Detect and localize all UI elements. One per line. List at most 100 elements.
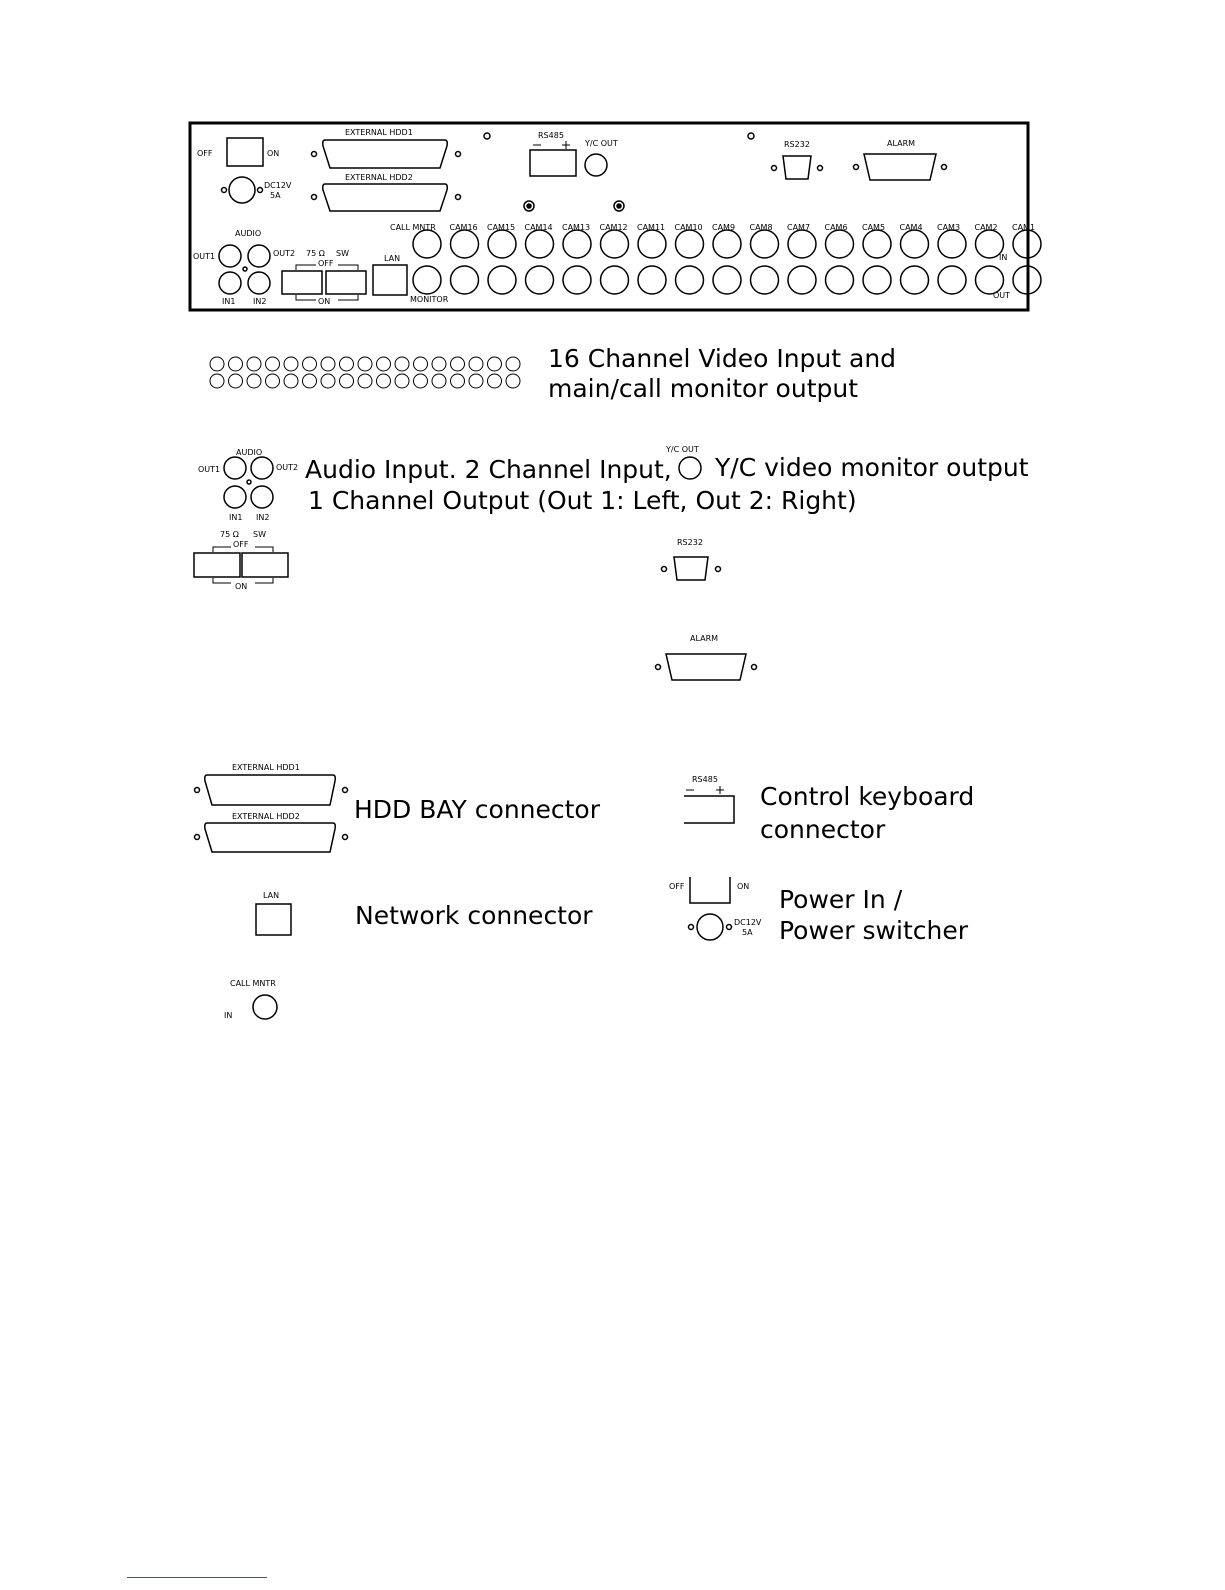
legend-external-hdd1-connector: [204, 774, 336, 806]
cam-label-14: CAM3: [937, 223, 960, 232]
legend-audio-out1-jack: [223, 456, 247, 480]
mini-bnc-16-out: [505, 373, 521, 389]
legend-external-hdd1-label: EXTERNAL HDD1: [232, 763, 300, 772]
panel-screw-right: [747, 132, 755, 140]
legend-rs485-label: RS485: [692, 775, 718, 784]
dc-jack: [228, 176, 256, 204]
mini-bnc-5-in: [302, 356, 317, 372]
legend-dip-off-bracket: [212, 546, 274, 552]
mini-bnc-7-in: [339, 356, 354, 372]
hdd1-screw-left: [310, 150, 318, 158]
mini-bnc-10-out: [394, 373, 410, 389]
lan-label: LAN: [384, 254, 400, 263]
dip-75ohm-label: 75 Ω: [306, 249, 325, 258]
legend-hdd1-screw-left: [193, 786, 201, 794]
network-desc: Network connector: [355, 901, 593, 930]
cam14-in-bnc: [524, 229, 555, 259]
cam12-out-bnc: [599, 265, 630, 295]
cam-label-4: CAM13: [562, 223, 590, 232]
cam-label-10: CAM7: [787, 223, 810, 232]
legend-audio-in2-label: IN2: [256, 513, 269, 522]
mini-bnc-16-in: [505, 356, 521, 372]
legend-dc-jack: [696, 913, 724, 941]
legend-hdd2-screw-right: [341, 833, 349, 841]
dip-off-label: OFF: [318, 259, 334, 268]
panel-screw: [483, 132, 491, 140]
alarm-screw-right: [940, 163, 948, 171]
legend-dc-screw-right: [725, 923, 733, 931]
mini-bnc-15-in: [487, 356, 502, 372]
cam5-out-bnc: [862, 265, 892, 295]
monitor-in-bnc: [412, 229, 442, 259]
dip-sw-label: SW: [336, 249, 349, 258]
monitor-out-bnc: [412, 265, 442, 295]
cam-label-13: CAM4: [900, 223, 923, 232]
audio-out2-label: OUT2: [273, 249, 295, 258]
cam-label-11: CAM6: [825, 223, 848, 232]
panel-bolt-right-inner: [616, 203, 622, 209]
legend-call-mntr-label: CALL MNTR: [230, 979, 276, 988]
legend-audio-in1-jack: [223, 485, 247, 509]
cam10-out-bnc: [674, 265, 705, 295]
legend-external-hdd2-connector: [204, 822, 336, 853]
legend-dc-line1: DC12V: [734, 918, 762, 927]
cam-label-15: CAM2: [975, 223, 998, 232]
audio-out1-label: OUT1: [193, 252, 215, 261]
audio-label: AUDIO: [235, 229, 261, 238]
cam9-out-bnc: [712, 265, 742, 295]
cam1-in-bnc: [1012, 229, 1042, 259]
cam4-in-bnc: [899, 229, 930, 259]
power-on-label: ON: [267, 149, 279, 158]
dip-switch-right: [325, 270, 367, 295]
legend-audio-center-dot: [246, 479, 252, 485]
mini-bnc-9-in: [376, 356, 391, 372]
rs232-label: RS232: [784, 140, 810, 149]
panel-bolt-left: [523, 200, 535, 212]
rear-panel-frame: [188, 121, 1030, 312]
keyboard-desc-line2: connector: [760, 815, 886, 844]
audio-in2-jack: [247, 271, 271, 295]
cam-label-5: CAM12: [600, 223, 628, 232]
mini-bnc-7-out: [339, 373, 354, 389]
yc-out-jack: [584, 153, 608, 177]
power-switch: [226, 137, 264, 167]
rs485-polarity-marks: [533, 141, 570, 149]
bnc-in-label: IN: [999, 253, 1007, 262]
dip-switch-left: [281, 270, 323, 295]
cam-label-7: CAM10: [675, 223, 703, 232]
external-hdd1-connector: [322, 139, 448, 169]
cam2-in-bnc: [974, 229, 1005, 259]
external-hdd2-label: EXTERNAL HDD2: [345, 173, 413, 182]
legend-dip-sw-label: SW: [253, 530, 266, 539]
cam15-out-bnc: [487, 265, 517, 295]
cam9-in-bnc: [712, 229, 742, 259]
legend-audio-out2-label: OUT2: [276, 463, 298, 472]
dip-on-label: ON: [318, 297, 330, 306]
audio-out2-jack: [247, 244, 271, 268]
legend-hdd1-screw-right: [341, 786, 349, 794]
rs232-connector: [782, 155, 812, 180]
legend-audio-out1-label: OUT1: [198, 465, 220, 474]
legend-in-small-label: IN: [224, 1011, 232, 1020]
legend-power-on-label: ON: [737, 882, 749, 891]
cam-label-12: CAM5: [862, 223, 885, 232]
audio-in1-jack: [218, 271, 242, 295]
legend-power-switch: [689, 877, 731, 904]
legend-dip-on-bracket: [212, 578, 274, 584]
cam11-in-bnc: [637, 229, 667, 259]
dip-on-bracket: [295, 295, 359, 301]
legend-external-hdd2-label: EXTERNAL HDD2: [232, 812, 300, 821]
dc-rating-line2: 5A: [270, 191, 281, 200]
legend-rs485-connector: [684, 795, 735, 824]
rs485-connector: [529, 149, 577, 177]
video-input-desc-line2: main/call monitor output: [548, 374, 859, 403]
cam14-out-bnc: [524, 265, 555, 295]
power-off-label: OFF: [197, 149, 213, 158]
external-hdd1-label: EXTERNAL HDD1: [345, 128, 413, 137]
rs232-screw-right: [816, 164, 824, 172]
cam16-in-bnc: [449, 229, 480, 259]
alarm-label: ALARM: [887, 139, 915, 148]
legend-dc-line2: 5A: [742, 928, 753, 937]
bnc-out-label: OUT: [993, 291, 1010, 300]
